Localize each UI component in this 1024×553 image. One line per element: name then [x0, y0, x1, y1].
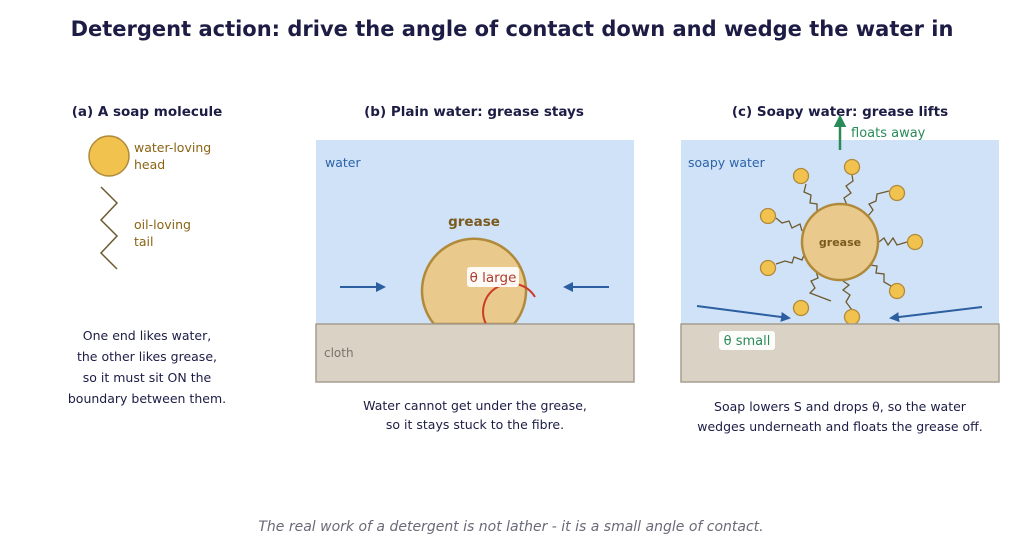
soap-tail-icon	[867, 190, 890, 217]
panel-c-heading: (c) Soapy water: grease lifts	[732, 104, 948, 120]
soap-head-icon	[888, 184, 906, 202]
soap-head-icon	[792, 167, 810, 185]
water-wedge-arrow-right	[889, 306, 983, 323]
panel-b-heading: (b) Plain water: grease stays	[364, 104, 584, 120]
tail-label-line1: oil-loving	[134, 217, 191, 232]
panel-a-heading: (a) A soap molecule	[72, 104, 223, 120]
panel-a-caption-4: boundary between them.	[68, 391, 226, 406]
soap-head-icon	[843, 308, 861, 326]
page-title: Detergent action: drive the angle of con…	[71, 17, 954, 41]
soap-head-icon	[88, 135, 130, 177]
angle-label-bg	[467, 267, 519, 287]
panel-c-caption-2: wedges underneath and floats the grease …	[697, 419, 983, 434]
footer-note: The real work of a detergent is not lath…	[258, 519, 763, 535]
soap-head-icon	[792, 299, 810, 317]
micelle: grease	[759, 158, 924, 326]
soap-tail-icon	[869, 264, 892, 287]
angle-label-bg	[719, 331, 775, 350]
tail-label-line2: tail	[134, 234, 154, 249]
soap-tail-icon	[803, 183, 818, 212]
panel-a-caption-2: the other likes grease,	[77, 349, 217, 364]
panel-c: (c) Soapy water: grease lifts soapy wate…	[680, 104, 1000, 434]
cloth-label: cloth	[324, 346, 354, 360]
float-away-label: floats away	[851, 126, 926, 141]
head-label-line2: head	[134, 157, 165, 172]
soap-tail-icon	[808, 270, 832, 302]
grease-label: grease	[819, 236, 861, 249]
panel-b: (b) Plain water: grease stays water grea…	[315, 104, 635, 432]
soap-tail-icon	[841, 280, 853, 311]
grease-label: grease	[448, 214, 500, 230]
panel-a-caption-1: One end likes water,	[83, 328, 211, 343]
soap-tail-icon	[775, 254, 805, 265]
water-wedge-arrow-left	[696, 305, 791, 322]
panel-b-caption-1: Water cannot get under the grease,	[363, 398, 587, 413]
soap-tail-icon	[878, 236, 908, 247]
soap-head-icon	[888, 282, 906, 300]
soap-head-icon	[906, 233, 924, 251]
contact-angle-arc	[482, 282, 536, 325]
water-label: water	[325, 155, 361, 170]
panel-b-caption-2: so it stays stuck to the fibre.	[386, 417, 564, 432]
head-label-line1: water-loving	[134, 140, 211, 155]
cloth-surface	[315, 323, 635, 383]
soap-head-icon	[759, 259, 777, 277]
soap-head-icon	[759, 207, 777, 225]
panel-a: (a) A soap molecule water-loving head oi…	[68, 104, 226, 406]
panel-a-caption-3: so it must sit ON the	[83, 370, 212, 385]
soap-tail-icon	[775, 217, 803, 232]
grease-droplet	[800, 202, 880, 282]
soap-tail-icon	[843, 174, 854, 206]
soap-tail-icon	[99, 186, 119, 270]
panel-c-caption-1: Soap lowers S and drops θ, so the water	[714, 399, 967, 414]
angle-label: θ small	[724, 334, 771, 349]
soap-head-icon	[843, 158, 861, 176]
soapy-water-label: soapy water	[688, 155, 766, 170]
angle-label: θ large	[470, 270, 517, 286]
